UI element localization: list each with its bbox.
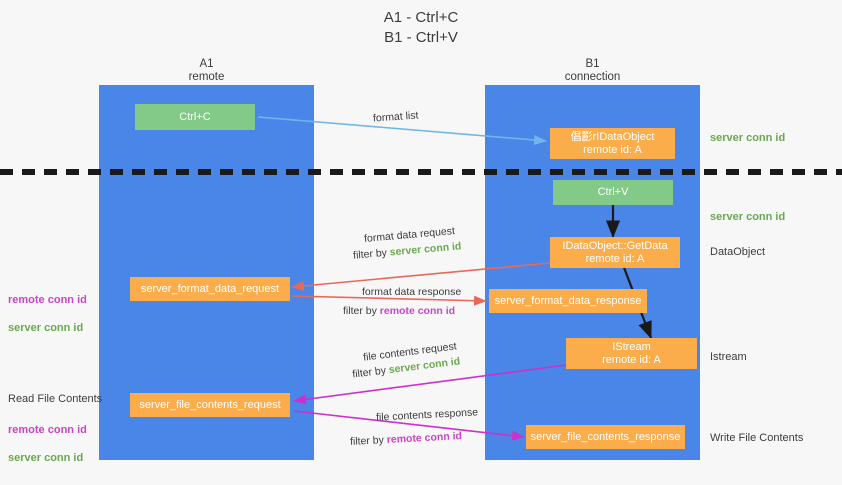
node-idataobject-getdata[interactable]: IDataObject::GetData remote id: A — [550, 237, 680, 268]
node-istream[interactable]: IStream remote id: A — [566, 338, 697, 369]
edge-label-format-data-response: format data response — [362, 286, 462, 298]
page-title: A1 - Ctrl+C B1 - Ctrl+V — [383, 9, 459, 46]
label-server-conn-id-format: server conn id — [8, 322, 84, 334]
filter-prefix-2: filter by — [343, 305, 380, 317]
label-server-conn-id-top: server conn id — [710, 132, 786, 144]
edge-label-file-contents-response: file contents response — [375, 406, 479, 424]
edge-label-file-contents-response-filter: filter by remote conn id — [350, 429, 463, 450]
label-write-file-contents: Write File Contents — [710, 432, 804, 444]
label-conn-ids-file: remote conn id server conn id — [8, 409, 87, 479]
lane-header-b1: B1 connection — [564, 58, 621, 83]
lane-header-a1: A1 remote — [188, 58, 225, 83]
label-conn-ids-format: remote conn id server conn id — [8, 279, 87, 349]
edge-label-format-list: format list — [372, 109, 419, 125]
label-remote-conn-id-format: remote conn id — [8, 294, 87, 306]
edge-label-format-data-response-filter: filter by remote conn id — [343, 304, 455, 319]
filter-key-remote-conn-id-2: remote conn id — [386, 430, 463, 446]
node-server-format-data-response[interactable]: server_format_data_response — [489, 289, 647, 313]
node-ctrl-c[interactable]: Ctrl+C — [135, 104, 255, 130]
node-server-file-contents-response[interactable]: server_file_contents_response — [526, 425, 685, 449]
label-data-object: DataObject — [710, 246, 766, 258]
node-new-idataobject[interactable]: 倡彲rIDataObject remote id: A — [550, 128, 675, 159]
label-istream: Istream — [710, 351, 747, 363]
filter-prefix-1: filter by — [352, 246, 391, 262]
label-server-conn-id-mid: server conn id — [710, 211, 786, 223]
node-ctrl-v[interactable]: Ctrl+V — [553, 180, 673, 205]
node-server-file-contents-request[interactable]: server_file_contents_request — [130, 393, 290, 417]
filter-prefix-3: filter by — [351, 364, 390, 381]
label-remote-conn-id-file: remote conn id — [8, 424, 87, 436]
filter-prefix-4: filter by — [349, 434, 388, 448]
label-read-file-contents: Read File Contents — [8, 393, 103, 405]
filter-key-remote-conn-id-1: remote conn id — [379, 305, 456, 317]
label-server-conn-id-file: server conn id — [8, 452, 84, 464]
node-server-format-data-request[interactable]: server_format_data_request — [130, 277, 290, 301]
